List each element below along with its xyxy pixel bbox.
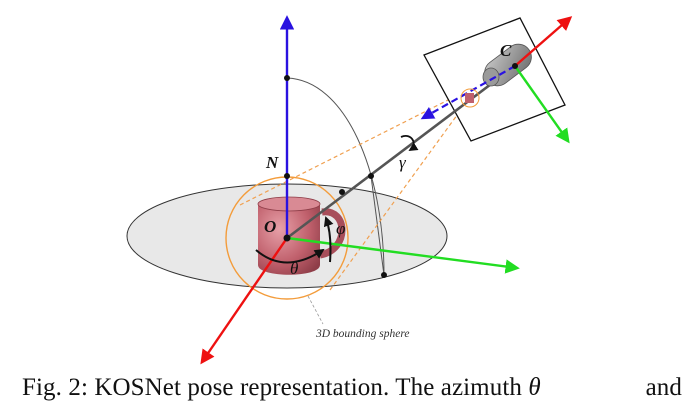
y-axis-origin xyxy=(286,236,520,274)
point-north xyxy=(284,173,290,179)
label-origin: O xyxy=(264,217,276,236)
pose-diagram: C N O θ φ γ 3D bounding sphere xyxy=(126,15,573,365)
label-camera: C xyxy=(500,41,512,60)
label-theta: θ xyxy=(290,259,298,278)
gamma-arc xyxy=(400,135,419,151)
projected-mug xyxy=(460,88,480,108)
point-ground xyxy=(381,272,387,278)
caption-prefix: Fig. 2: KOSNet pose representation. The … xyxy=(22,374,522,401)
view-direction xyxy=(420,65,516,120)
view-ray xyxy=(286,64,516,240)
camera-icon xyxy=(482,43,532,87)
x-axis-camera xyxy=(514,16,573,67)
point-top xyxy=(284,75,290,81)
sphere-leader xyxy=(307,295,324,325)
phi-arc xyxy=(323,216,334,263)
y-axis-camera xyxy=(514,65,570,144)
caption-theta: θ xyxy=(528,374,541,401)
figure-caption: Fig. 2: KOSNet pose representation. The … xyxy=(22,374,682,402)
label-gamma: γ xyxy=(399,153,407,172)
label-phi: φ xyxy=(336,219,345,238)
point-ray-sphere xyxy=(339,189,345,195)
theta-arc xyxy=(255,248,325,264)
point-camera xyxy=(512,63,518,69)
label-bounding-sphere: 3D bounding sphere xyxy=(315,328,409,340)
x-axis-origin xyxy=(200,237,288,365)
caption-suffix: and xyxy=(645,374,682,401)
point-ray-mid xyxy=(368,173,374,179)
point-origin xyxy=(283,234,291,242)
label-north: N xyxy=(265,153,279,172)
meridian-arc xyxy=(286,77,385,276)
